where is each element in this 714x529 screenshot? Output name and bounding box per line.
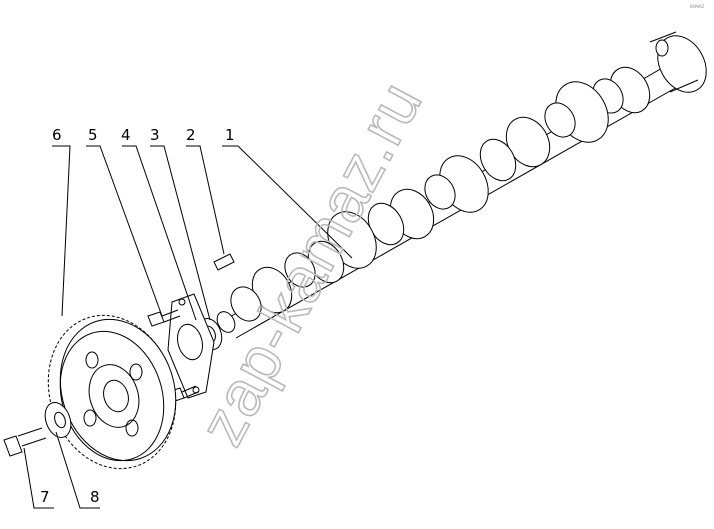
- callout-4: 4: [121, 126, 131, 144]
- callout-2: 2: [186, 126, 196, 144]
- cam-lobes: [230, 66, 651, 322]
- callout-7: 7: [40, 488, 50, 506]
- camshaft-gear: [47, 314, 177, 470]
- key: [213, 253, 235, 271]
- callout-1: 1: [225, 126, 235, 144]
- flange-bolt-upper: [147, 309, 181, 327]
- corner-mark: KAMAZ: [690, 4, 704, 9]
- leader-lines: [23, 145, 353, 509]
- gear-bolt: [3, 427, 47, 457]
- callout-3: 3: [150, 126, 160, 144]
- callout-8: 8: [90, 488, 100, 506]
- callout-6: 6: [52, 126, 62, 144]
- thrust-flange: [167, 293, 215, 399]
- callout-5: 5: [88, 126, 98, 144]
- washer: [44, 402, 72, 438]
- camshaft: [216, 31, 707, 339]
